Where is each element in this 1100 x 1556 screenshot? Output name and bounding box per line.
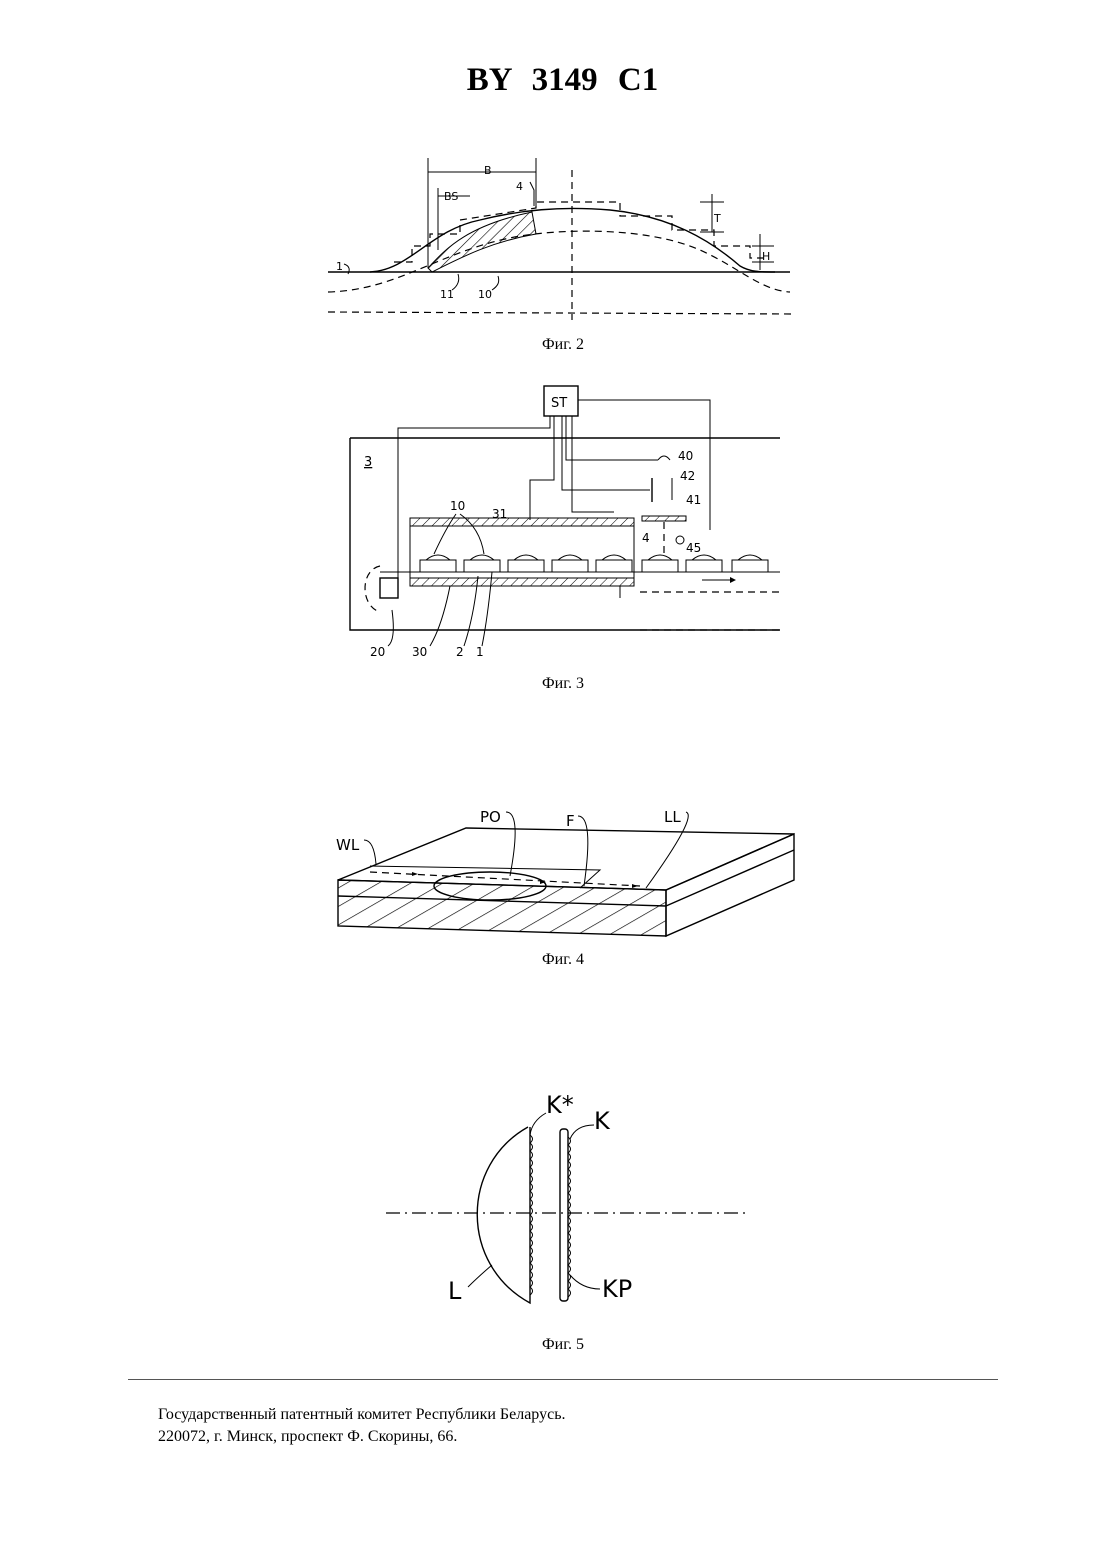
fig2-label-1: 1 (336, 260, 343, 273)
fig4-label-ll: LL (664, 808, 681, 826)
fig3-label-10: 10 (450, 499, 465, 513)
figure-2-drawing: B BS 4 T H 1 11 10 (320, 150, 800, 325)
fig3-label-42: 42 (680, 469, 695, 483)
fig5-label-kp: KP (602, 1275, 632, 1303)
fig4-label-wl: WL (336, 836, 360, 854)
footer-divider (128, 1379, 998, 1380)
fig4-label-f: F (566, 812, 575, 830)
fig3-label-1: 1 (476, 645, 484, 659)
fig2-label-bs: BS (444, 190, 458, 203)
fig2-label-4: 4 (516, 180, 523, 193)
figure-2-caption: Фиг. 2 (463, 336, 663, 354)
document-header: BY 3149 C1 (0, 62, 1100, 99)
fig2-label-b: B (484, 164, 492, 177)
figure-5-drawing: K* K L KP (380, 1085, 760, 1310)
fig2-label-h: H (762, 250, 770, 263)
fig3-label-st: ST (551, 396, 567, 411)
fig5-label-kstar: K* (546, 1091, 574, 1119)
fig3-label-40: 40 (678, 449, 693, 463)
fig5-label-l: L (448, 1277, 462, 1305)
figure-3-caption: Фиг. 3 (463, 675, 663, 693)
fig4-label-po: PO (480, 808, 501, 826)
fig3-label-41: 41 (686, 493, 701, 507)
figure-4-drawing: WL PO F LL (330, 800, 800, 945)
fig2-label-10: 10 (478, 288, 492, 301)
fig2-label-t: T (713, 212, 721, 225)
figure-3-drawing: ST 3 (340, 380, 800, 665)
fig3-label-4: 4 (642, 531, 650, 545)
figure-4-caption: Фиг. 4 (463, 951, 663, 969)
fig2-label-11: 11 (440, 288, 454, 301)
fig3-label-45: 45 (686, 541, 701, 555)
fig3-label-20: 20 (370, 645, 385, 659)
fig3-label-31: 31 (492, 507, 507, 521)
figure-5-caption: Фиг. 5 (463, 1336, 663, 1354)
fig5-label-k: K (594, 1107, 611, 1135)
fig3-label-30: 30 (412, 645, 427, 659)
footer-line-1: Государственный патентный комитет Респуб… (158, 1406, 566, 1424)
fig3-label-2: 2 (456, 645, 464, 659)
footer-line-2: 220072, г. Минск, проспект Ф. Скорины, 6… (158, 1428, 457, 1446)
fig3-label-3: 3 (364, 455, 372, 470)
